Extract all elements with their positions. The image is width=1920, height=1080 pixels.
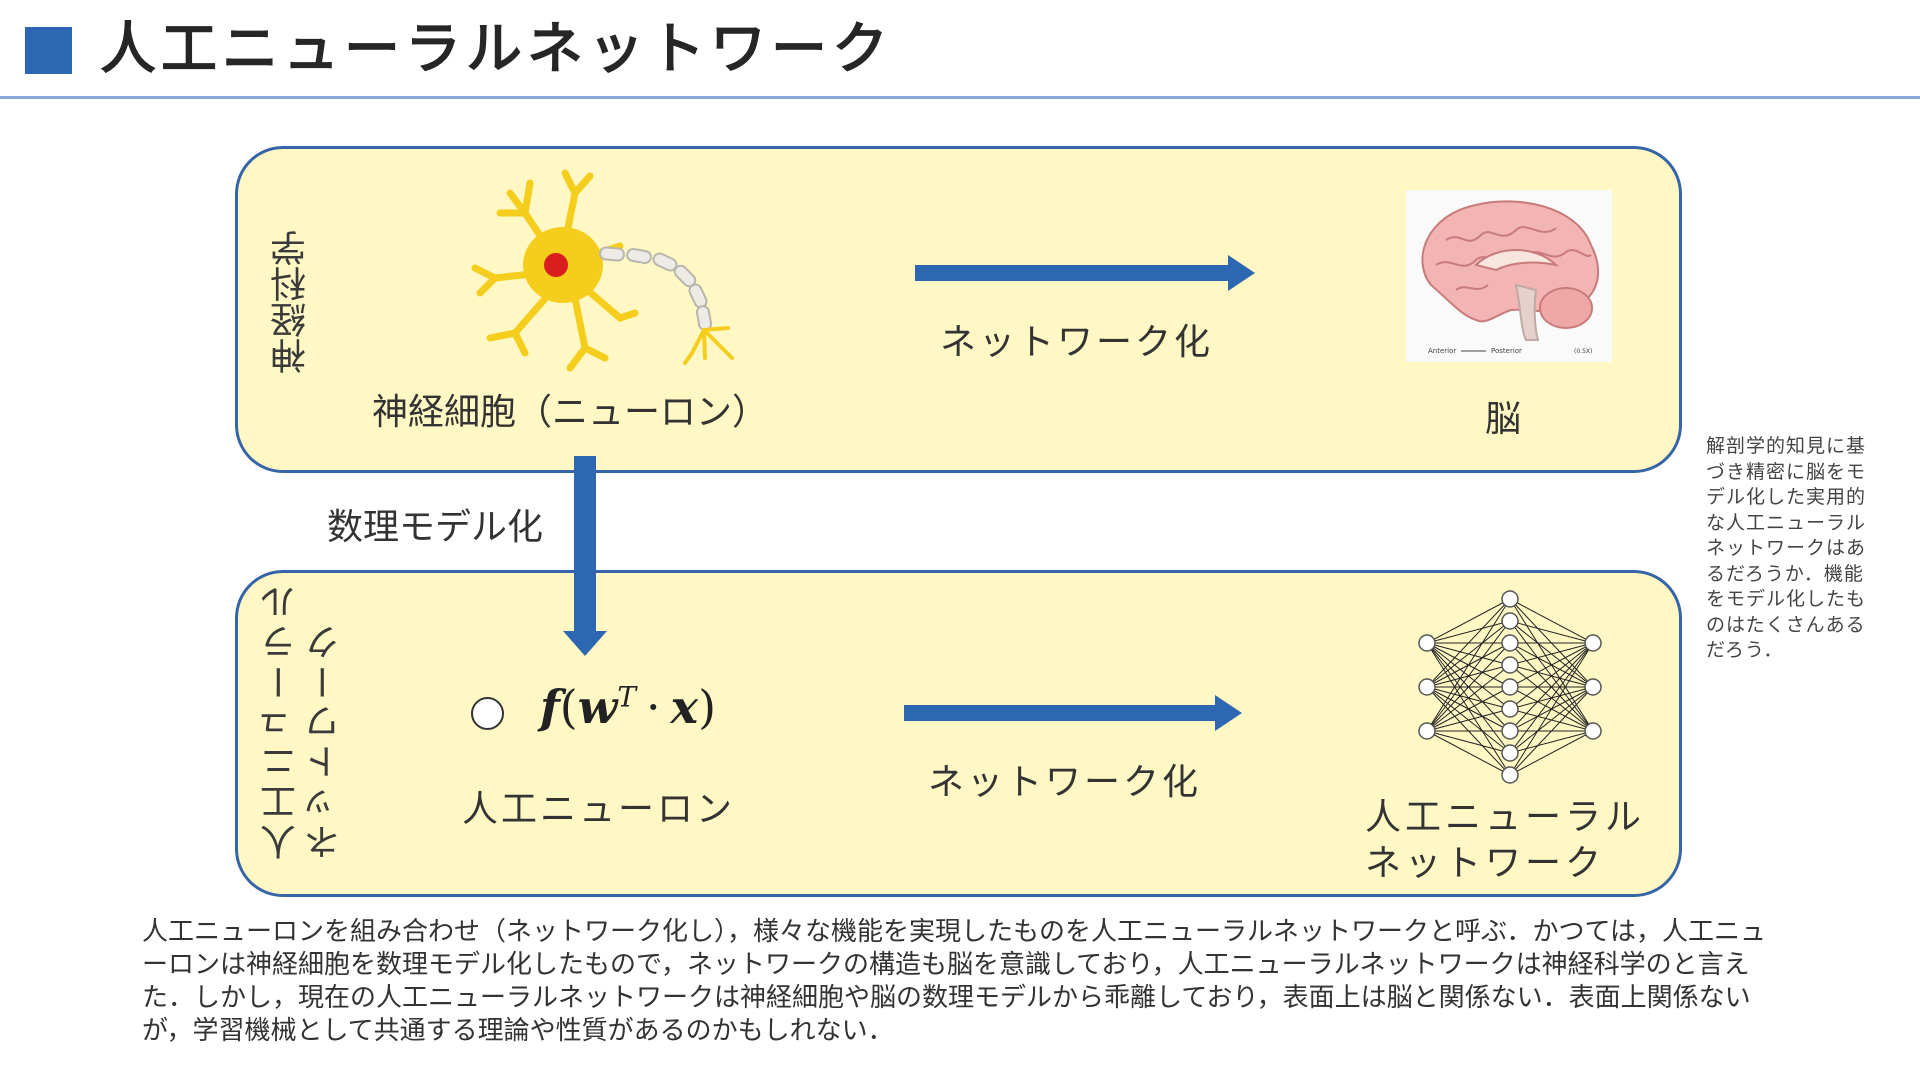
formula-f: f (540, 680, 560, 734)
network-edge (1509, 642, 1594, 688)
network-node (1501, 744, 1519, 762)
ann-panel (235, 570, 1682, 897)
formula-close-paren: ) (698, 680, 717, 734)
network-edge (1509, 642, 1594, 732)
neuron-illustration (471, 169, 734, 372)
network-node (1501, 678, 1519, 696)
page-title: 人工ニューラルネットワーク (100, 17, 893, 82)
network-node (1501, 722, 1519, 740)
neuron-formula: f(wT ·x) (540, 680, 716, 734)
body-paragraph: 人工ニューロンを組み合わせ（ネットワーク化し），様々な機能を実現したものを人工ニ… (142, 917, 1766, 1046)
arrow-math-model (563, 456, 607, 656)
ann-side-label: 人工ニューラル ネットワーク (260, 580, 348, 860)
network-edge (1509, 642, 1594, 776)
network-edge (1426, 686, 1511, 732)
ann-side-label-line1: 人工ニューラル (261, 580, 302, 860)
neuroscience-side-label: 神経科学 (271, 230, 312, 374)
network-edge (1509, 730, 1594, 776)
network-edge (1509, 686, 1594, 776)
arrow-network-bottom (904, 695, 1242, 731)
network-label-top: ネットワーク化 (940, 322, 1214, 363)
formula-x: x (670, 680, 699, 734)
network-edge (1426, 730, 1511, 776)
brain-caption: 脳 (1485, 399, 1522, 440)
network-node (1501, 590, 1519, 608)
ann-caption-line2: ネットワーク (1365, 843, 1606, 884)
network-edge (1426, 620, 1511, 688)
network-edge (1426, 708, 1511, 732)
network-label-bottom: ネットワーク化 (928, 762, 1202, 803)
network-edge (1426, 598, 1511, 688)
brain-posterior-label: Posterior (1491, 347, 1522, 355)
network-node (1501, 634, 1519, 652)
network-edge (1426, 620, 1511, 644)
ann-caption: 人工ニューラル ネットワーク (1365, 795, 1645, 887)
neural-network-diagram (1418, 590, 1602, 784)
title-divider (0, 96, 1920, 99)
brain-image: Anterior Posterior (0.5X) (1406, 190, 1612, 362)
network-edge (1426, 730, 1511, 754)
brain-scale-label: (0.5X) (1574, 348, 1592, 355)
network-edge (1509, 642, 1594, 666)
network-node (1501, 612, 1519, 630)
side-note: 解剖学的知見に基づき精密に脳をモデル化した実用的な人工ニューラルネットワークはあ… (1706, 435, 1867, 661)
network-node (1418, 678, 1436, 696)
neuron-caption: 神経細胞（ニューロン） (372, 392, 769, 433)
network-node (1584, 634, 1602, 652)
network-edge (1509, 620, 1594, 644)
network-edge (1426, 598, 1511, 644)
network-edge (1509, 642, 1594, 710)
formula-transpose: T (617, 680, 637, 714)
network-edge (1426, 642, 1511, 732)
network-edge (1509, 730, 1594, 754)
artificial-neuron-caption: 人工ニューロン (462, 789, 736, 830)
network-edge (1426, 620, 1511, 732)
math-model-label: 数理モデル化 (327, 507, 544, 548)
network-node (1501, 766, 1519, 784)
formula-dot: · (646, 680, 661, 734)
network-edge (1509, 598, 1594, 644)
network-edge (1509, 642, 1594, 754)
artificial-neuron-node (471, 697, 504, 730)
network-node (1501, 700, 1519, 718)
network-node (1584, 678, 1602, 696)
network-edge (1426, 664, 1511, 732)
ann-caption-line1: 人工ニューラル (1365, 797, 1646, 838)
formula-open-paren: ( (559, 680, 578, 734)
network-node (1584, 722, 1602, 740)
network-node (1418, 722, 1436, 740)
network-node (1418, 634, 1436, 652)
ann-side-label-line2: ネットワーク (305, 620, 346, 860)
arrow-network-top (915, 255, 1255, 291)
network-edge (1426, 598, 1511, 732)
network-node (1501, 656, 1519, 674)
brain-anterior-label: Anterior (1428, 347, 1456, 355)
formula-w: w (577, 680, 618, 734)
title-marker (25, 27, 72, 74)
network-edge (1509, 686, 1594, 754)
